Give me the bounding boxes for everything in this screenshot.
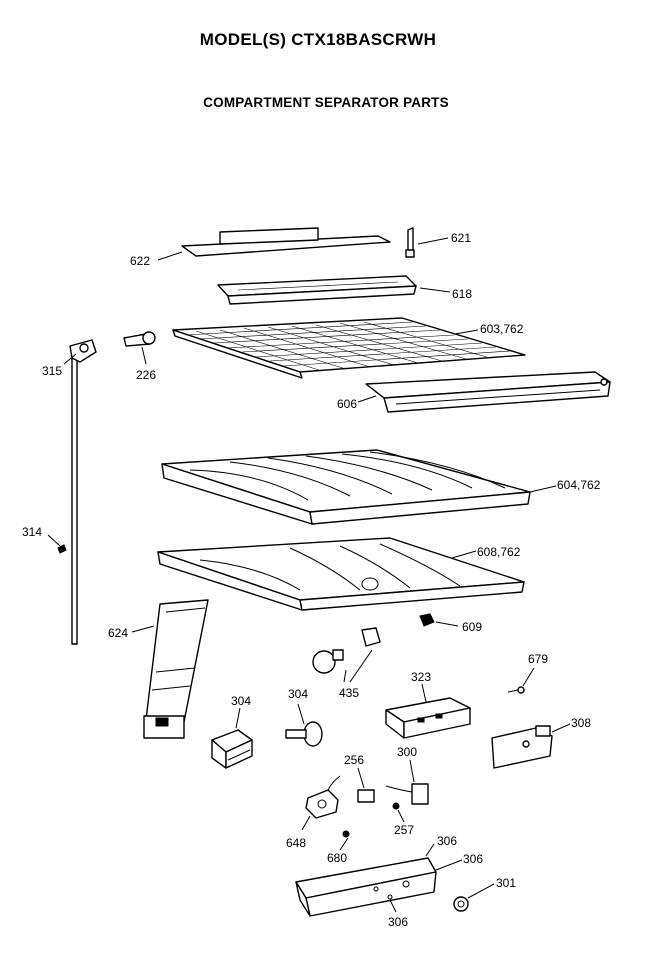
part-435-bulbs <box>312 627 381 674</box>
part-315-314-rod <box>57 339 97 645</box>
part-604-separator <box>161 449 531 525</box>
callout-606: 606 <box>337 397 357 411</box>
callout-314: 314 <box>22 525 42 539</box>
part-603-shelf <box>172 317 526 379</box>
part-304-knob <box>285 721 323 747</box>
callout-257: 257 <box>394 823 414 837</box>
callout-435: 435 <box>339 686 359 700</box>
callout-300: 300 <box>397 745 417 759</box>
part-680-screw <box>342 830 350 838</box>
model-title: MODEL(S) CTX18BASCRWH <box>199 30 437 49</box>
callout-323: 323 <box>411 670 431 684</box>
part-323-box <box>385 697 471 739</box>
callout-624: 624 <box>108 626 128 640</box>
callout-315: 315 <box>42 364 62 378</box>
part-609-clip <box>419 613 435 627</box>
callout-308: 308 <box>571 716 591 730</box>
callout-604-762: 604,762 <box>557 478 601 492</box>
callout-304-left: 304 <box>231 694 251 708</box>
callout-621: 621 <box>451 231 471 245</box>
callout-306-top: 306 <box>437 834 457 848</box>
part-648-timer <box>305 775 341 819</box>
callout-603-762: 603,762 <box>480 322 524 336</box>
callout-680: 680 <box>327 851 347 865</box>
part-308-bracket <box>491 725 553 769</box>
part-621-tube <box>405 227 415 258</box>
callout-679: 679 <box>528 652 548 666</box>
part-300-switch <box>385 783 429 805</box>
callout-609: 609 <box>462 620 482 634</box>
part-301-nut <box>453 896 469 912</box>
callout-301: 301 <box>496 876 516 890</box>
callout-304-right: 304 <box>288 687 308 701</box>
diagram-subtitle: COMPARTMENT SEPARATOR PARTS <box>203 95 449 110</box>
part-622-cover <box>181 227 391 257</box>
part-306-bracket <box>295 857 437 917</box>
callout-618: 618 <box>452 287 472 301</box>
callout-608-762: 608,762 <box>477 545 521 559</box>
callout-256: 256 <box>344 753 364 767</box>
callout-648: 648 <box>286 836 306 850</box>
callout-226: 226 <box>136 368 156 382</box>
part-256-connector <box>357 789 375 803</box>
part-679-screw <box>507 686 525 694</box>
part-624-duct <box>143 599 209 739</box>
part-226-pin <box>123 331 156 347</box>
part-618-rail <box>217 275 417 305</box>
callout-306-bottom: 306 <box>388 915 408 929</box>
part-304-housing <box>211 729 253 769</box>
callout-306-right: 306 <box>463 852 483 866</box>
part-608-separator <box>157 537 525 611</box>
callout-622: 622 <box>130 254 150 268</box>
part-257-screw <box>392 802 400 810</box>
part-606-trim <box>365 371 611 413</box>
